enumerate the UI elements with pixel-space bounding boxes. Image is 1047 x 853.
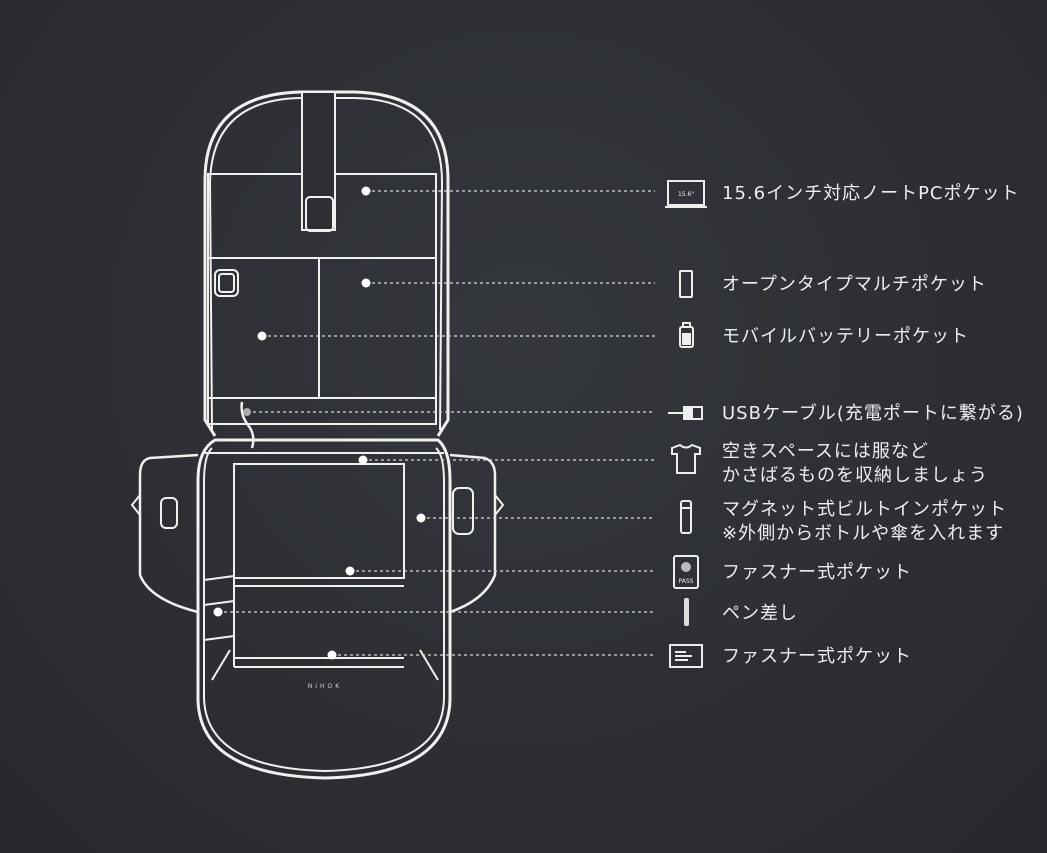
bottle-icon: [680, 500, 692, 534]
callout-text: 空きスペースには服など: [722, 441, 929, 462]
passport-icon: PASS: [673, 555, 699, 589]
backpack-lid: [203, 90, 450, 449]
brand-logo: NIHOK: [308, 683, 342, 690]
svg-text:15.6": 15.6": [678, 191, 694, 198]
callout-text: マグネット式ビルトインポケット: [722, 499, 1007, 520]
callout-dots: [213, 186, 426, 660]
callout-battery-pocket: モバイルバッテリーポケット: [722, 325, 969, 349]
svg-text:PASS: PASS: [679, 578, 694, 585]
callout-free-space: 空きスペースには服などかさばるものを収納しましょう: [722, 440, 988, 488]
pen-icon: [684, 598, 689, 626]
callout-magnetic-pocket: マグネット式ビルトインポケット ※外側からボトルや傘を入れます: [722, 498, 1007, 546]
phone-icon: [679, 270, 693, 298]
callout-lines: [218, 190, 655, 656]
callout-text: オープンタイプマルチポケット: [722, 274, 987, 295]
callout-text: ペン差し: [722, 603, 798, 624]
callout-zipper-pocket-1: ファスナー式ポケット: [722, 561, 912, 585]
callout-usb-cable: USBケーブル(充電ポートに繋がる): [722, 402, 1024, 426]
tshirt-icon: [671, 443, 701, 474]
callout-text: かさばるものを収納しましょう: [722, 465, 988, 486]
callout-text: ファスナー式ポケット: [722, 562, 912, 583]
callout-text: USBケーブル(充電ポートに繋がる): [722, 403, 1024, 424]
callout-text: ※外側からボトルや傘を入れます: [722, 523, 1005, 544]
callout-text: モバイルバッテリーポケット: [722, 326, 969, 347]
battery-icon: [679, 322, 694, 348]
callout-text: 15.6インチ対応ノートPCポケット: [722, 183, 1020, 204]
laptop-icon: 15.6": [665, 180, 707, 208]
card-icon: [669, 644, 703, 668]
callout-open-multi-pocket: オープンタイプマルチポケット: [722, 273, 987, 297]
callout-zipper-pocket-2: ファスナー式ポケット: [722, 645, 912, 669]
backpack-body: NIHOK: [130, 438, 505, 780]
usb-icon: [668, 406, 703, 420]
callout-pen-holder: ペン差し: [722, 602, 798, 626]
callout-laptop-pocket: 15.6インチ対応ノートPCポケット: [722, 182, 1020, 206]
callout-text: ファスナー式ポケット: [722, 646, 912, 667]
